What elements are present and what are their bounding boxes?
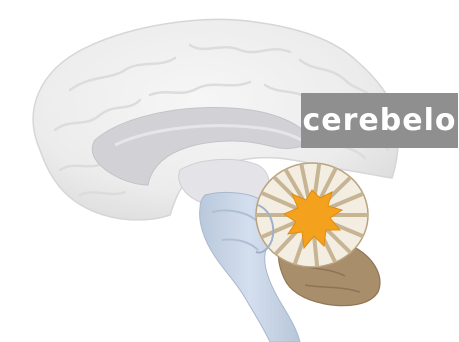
cerebellum-label: cerebelo bbox=[303, 106, 457, 136]
cerebellum-label-box: cerebelo bbox=[301, 93, 458, 148]
